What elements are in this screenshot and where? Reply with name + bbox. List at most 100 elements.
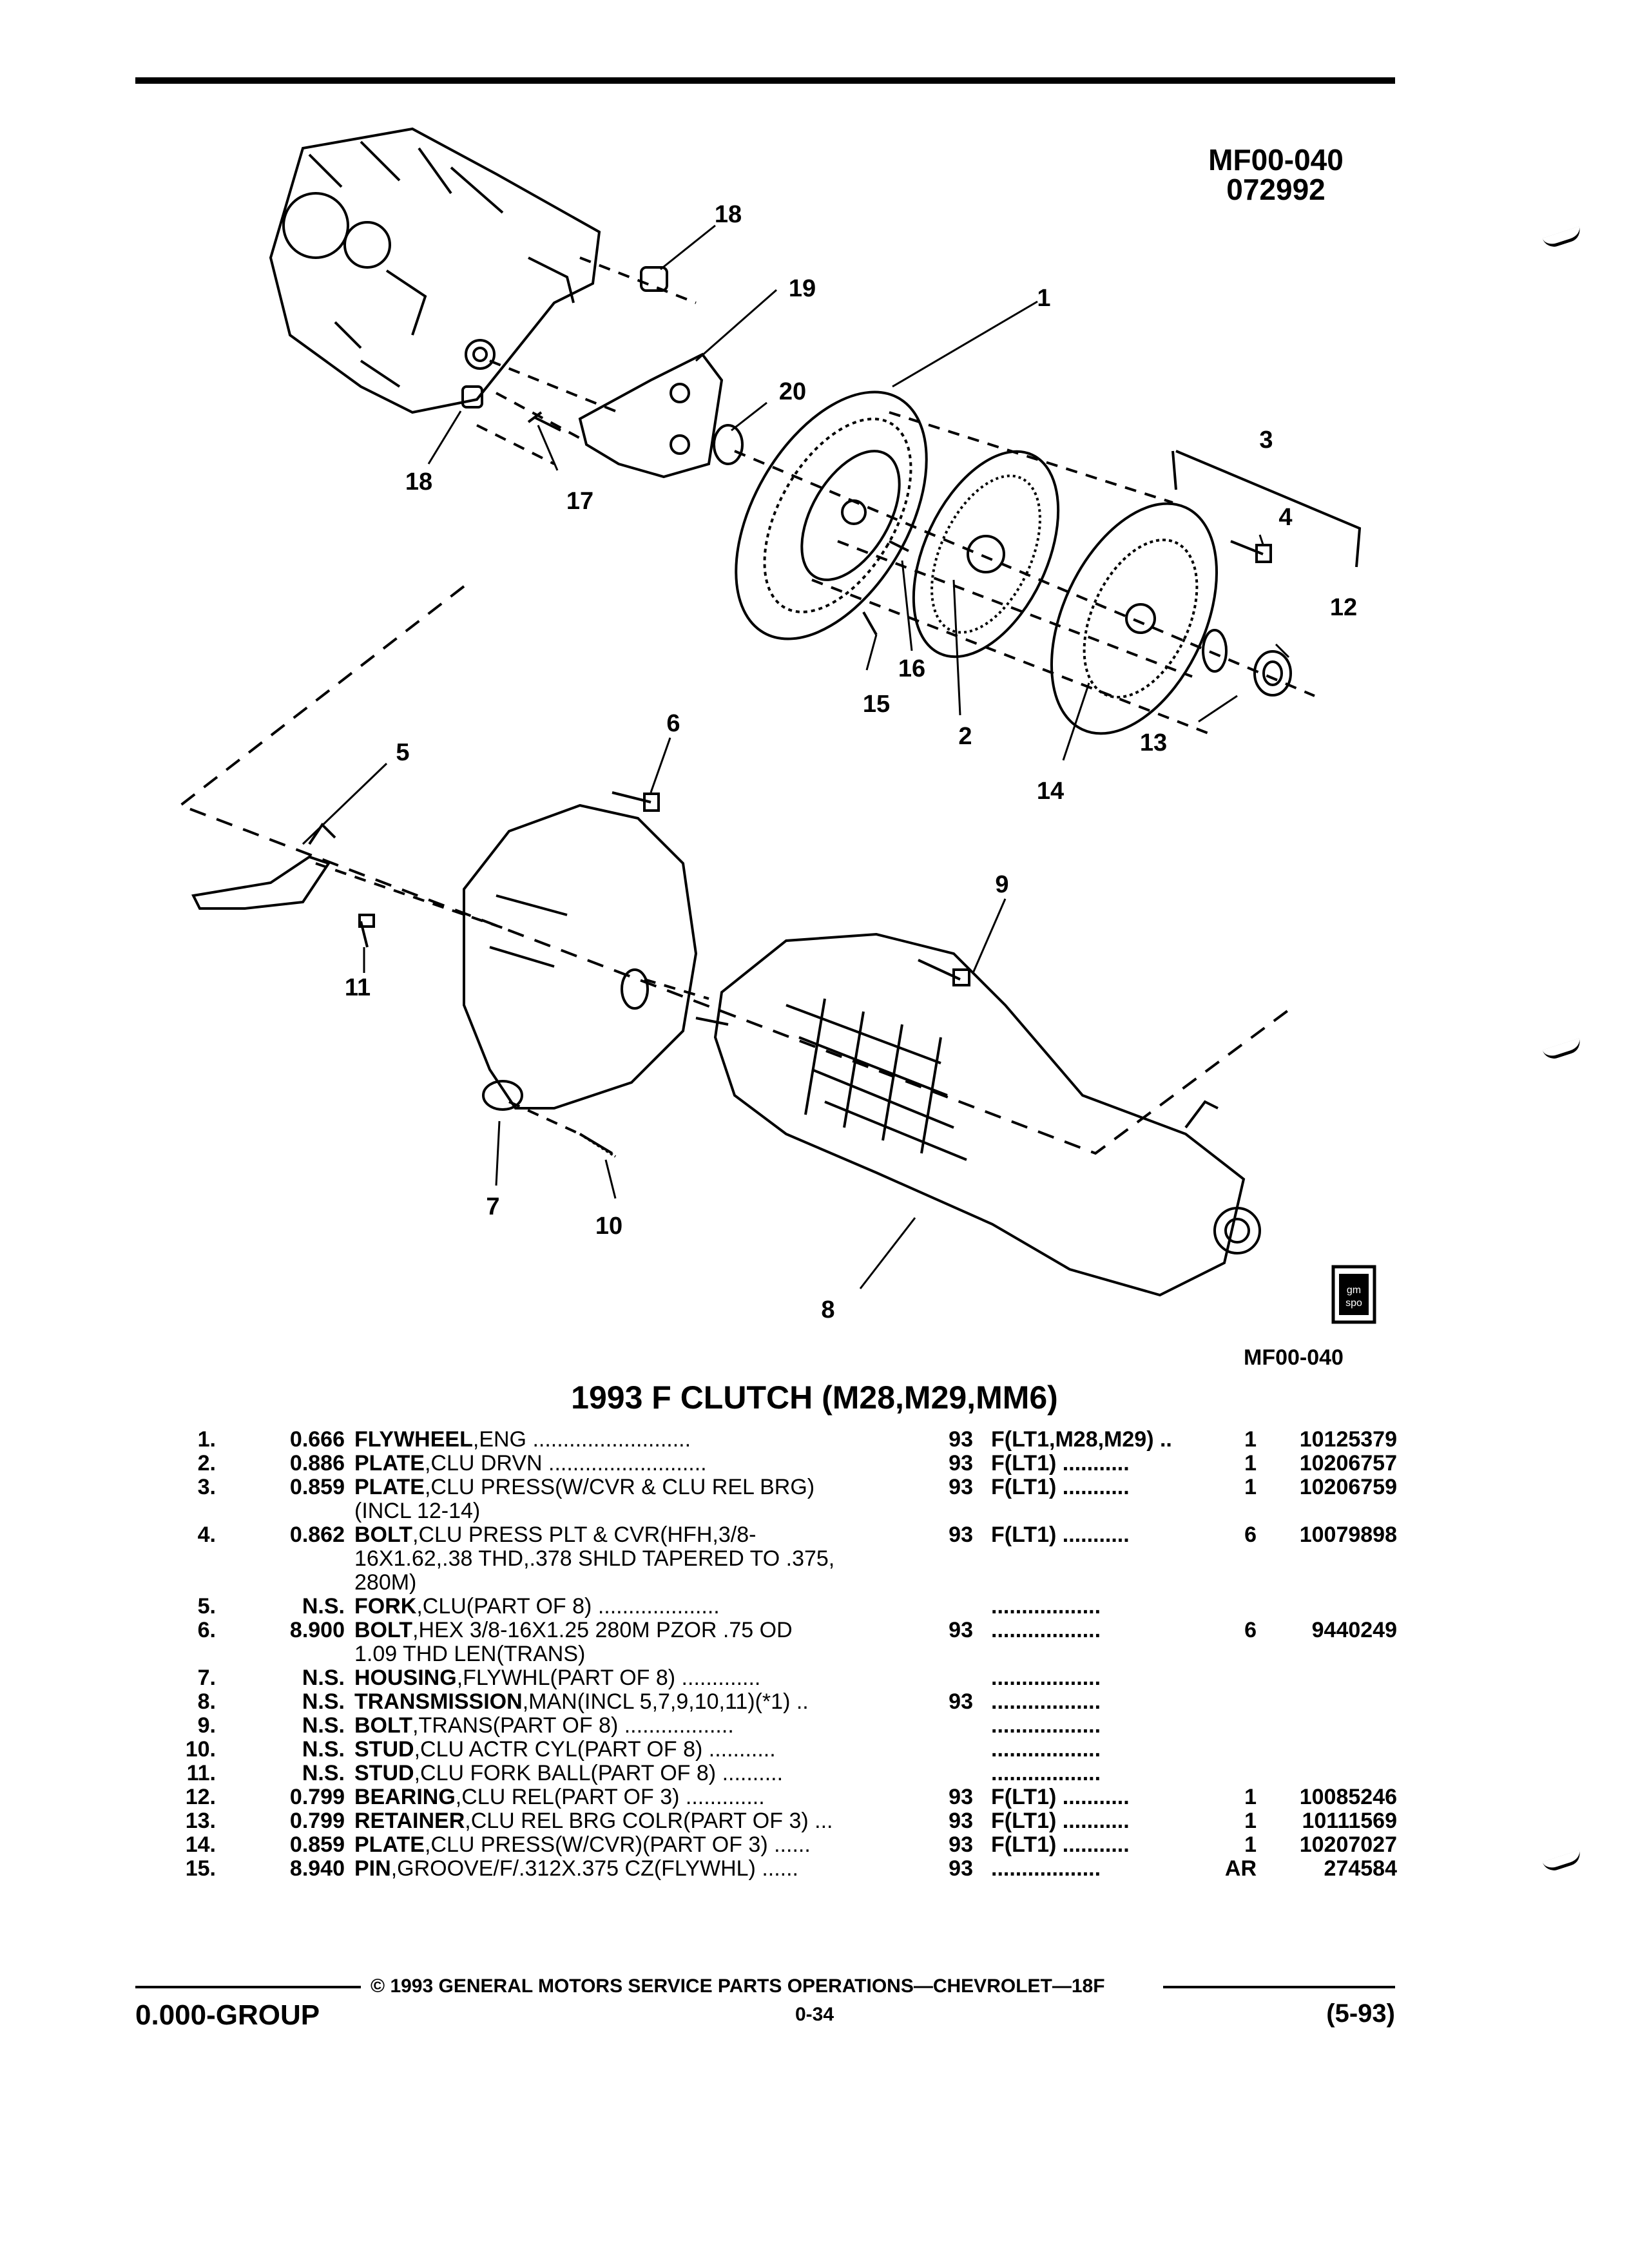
part-desc-text: ,GROOVE/F/.312X.375 CZ(FLYWHL) ...... <box>390 1856 798 1881</box>
footer-copyright: © 1993 GENERAL MOTORS SERVICE PARTS OPER… <box>371 1975 1105 1997</box>
part-qty: 1 <box>1244 1451 1257 1475</box>
part-price: 0.799 <box>289 1785 345 1809</box>
part-sfx: F(LT1) ........... <box>991 1475 1130 1499</box>
callout-6: 6 <box>666 710 680 737</box>
callout-18-top: 18 <box>715 201 742 228</box>
callout-3: 3 <box>1259 427 1273 454</box>
part-name: STUD <box>354 1737 414 1762</box>
parts-row: 9.N.S...................BOLT,TRANS(PART … <box>0 1713 1629 1738</box>
leader-lines <box>302 224 1290 1289</box>
pressure-plate-drawing <box>1050 502 1219 735</box>
part-price: N.S. <box>302 1666 345 1690</box>
part-description: FLYWHEEL,ENG .......................... <box>354 1427 691 1452</box>
part-num: 14. <box>185 1832 216 1857</box>
part-qty: AR <box>1224 1856 1257 1881</box>
part-description: 1.09 THD LEN(TRANS) <box>354 1642 585 1667</box>
part-description: BEARING,CLU REL(PART OF 3) ............. <box>354 1785 765 1810</box>
part-desc-text: 1.09 THD LEN(TRANS) <box>354 1642 586 1666</box>
parts-row: 5.N.S...................FORK,CLU(PART OF… <box>0 1594 1629 1619</box>
parts-row: 11.N.S...................STUD,CLU FORK B… <box>0 1761 1629 1785</box>
part-num: 2. <box>197 1451 216 1475</box>
part-yr: 93 <box>949 1427 973 1452</box>
part-qty: 6 <box>1244 1618 1257 1642</box>
part-description: BOLT,HEX 3/8-16X1.25 280M PZOR .75 OD <box>354 1618 793 1643</box>
exploded-clutch-diagram: 18 19 1 20 3 4 18 17 12 16 15 2 13 14 6 … <box>177 127 1362 1323</box>
part-desc-text: (INCL 12-14) <box>354 1499 481 1523</box>
transmission-drawing <box>713 932 1246 1297</box>
parts-row: 1.09 THD LEN(TRANS) <box>0 1642 1629 1666</box>
section-title: 1993 F CLUTCH (M28,M29,MM6) <box>571 1379 1058 1416</box>
part-name: STUD <box>354 1761 414 1785</box>
part-pn: 10206759 <box>1299 1475 1397 1499</box>
part-sfx: .................. <box>991 1594 1101 1619</box>
part-desc-text: ,CLU(PART OF 8) .................... <box>416 1594 720 1619</box>
part-pn: 10206757 <box>1299 1451 1397 1475</box>
callout-15: 15 <box>863 691 890 718</box>
part-yr: 93 <box>949 1451 973 1475</box>
part-yr: 93 <box>949 1809 973 1833</box>
part-price: N.S. <box>302 1713 345 1738</box>
part-price: 0.862 <box>289 1523 345 1547</box>
callout-12: 12 <box>1330 594 1357 621</box>
parts-row: 280M) <box>0 1570 1629 1595</box>
part-qty: 1 <box>1244 1785 1257 1809</box>
part-name: PIN <box>354 1856 391 1881</box>
callout-labels: 18 19 1 20 3 4 18 17 12 16 15 2 13 14 6 … <box>345 201 1357 1323</box>
part-pn: 10085246 <box>1299 1785 1397 1809</box>
part-price: 0.666 <box>289 1427 345 1452</box>
svg-text:spo: spo <box>1345 1298 1362 1309</box>
footer-page-number: 0-34 <box>795 2004 834 2025</box>
part-num: 3. <box>197 1475 216 1499</box>
part-description: TRANSMISSION,MAN(INCL 5,7,9,10,11)(*1) .… <box>354 1689 809 1715</box>
part-pn: 10111569 <box>1302 1809 1397 1833</box>
part-desc-text: 280M) <box>354 1570 417 1595</box>
part-yr: 93 <box>949 1832 973 1857</box>
callout-8: 8 <box>821 1296 834 1323</box>
callout-7: 7 <box>486 1193 499 1220</box>
callout-17: 17 <box>566 488 593 515</box>
callout-20: 20 <box>779 378 806 405</box>
part-description: 280M) <box>354 1570 416 1595</box>
part-description: STUD,CLU ACTR CYL(PART OF 8) ........... <box>354 1737 776 1762</box>
part-desc-text: ,CLU DRVN .......................... <box>424 1451 707 1475</box>
footer-rule-right <box>1163 1986 1395 1988</box>
part-description: HOUSING,FLYWHL(PART OF 8) ............. <box>354 1666 760 1691</box>
part-sfx: F(LT1,M28,M29) .. <box>991 1427 1172 1452</box>
part-qty: 6 <box>1244 1523 1257 1547</box>
clutch-fork-drawing <box>191 855 331 910</box>
callout-1: 1 <box>1037 285 1050 312</box>
part-qty: 1 <box>1244 1427 1257 1452</box>
part-qty: 1 <box>1244 1475 1257 1499</box>
part-description: BOLT,TRANS(PART OF 8) .................. <box>354 1713 734 1738</box>
part-price: 0.859 <box>289 1475 345 1499</box>
part-description: BOLT,CLU PRESS PLT & CVR(HFH,3/8- <box>354 1523 756 1548</box>
footer-group: 0.000-GROUP <box>135 1999 320 2031</box>
callout-19: 19 <box>789 275 816 302</box>
part-desc-text: ,CLU REL(PART OF 3) ............. <box>455 1785 765 1809</box>
part-sfx: .................. <box>991 1689 1101 1714</box>
part-desc-text: ,FLYWHL(PART OF 8) ............. <box>456 1666 761 1690</box>
part-name: PLATE <box>354 1451 425 1475</box>
part-sfx: .................. <box>991 1666 1101 1690</box>
flywheel-drawing <box>735 390 928 640</box>
part-description: STUD,CLU FORK BALL(PART OF 8) .......... <box>354 1761 783 1786</box>
parts-row: 7.N.S...................HOUSING,FLYWHL(P… <box>0 1666 1629 1691</box>
diagram-code-block: MF00-040 072992 <box>1147 145 1405 204</box>
part-desc-text: 16X1.62,.38 THD,.378 SHLD TAPERED TO .37… <box>354 1546 835 1571</box>
diagram-code-bottom: MF00-040 <box>1244 1345 1344 1370</box>
part-yr: 93 <box>949 1475 973 1499</box>
part-yr: 93 <box>949 1856 973 1881</box>
callout-11: 11 <box>345 974 371 1001</box>
engine-block-drawing <box>269 127 601 414</box>
part-sfx: F(LT1) ........... <box>991 1523 1130 1547</box>
part-num: 13. <box>185 1809 216 1833</box>
gm-spo-logo: gm spo <box>1331 1265 1376 1324</box>
parts-row: 3. 0.859 93 F(LT1) ........... 1 10206759 PLAT… <box>0 1475 1629 1499</box>
part-name: PLATE <box>354 1475 425 1499</box>
part-desc-text: ,MAN(INCL 5,7,9,10,11)(*1) .. <box>522 1689 809 1714</box>
part-num: 4. <box>197 1523 216 1547</box>
part-price: 8.940 <box>289 1856 345 1881</box>
